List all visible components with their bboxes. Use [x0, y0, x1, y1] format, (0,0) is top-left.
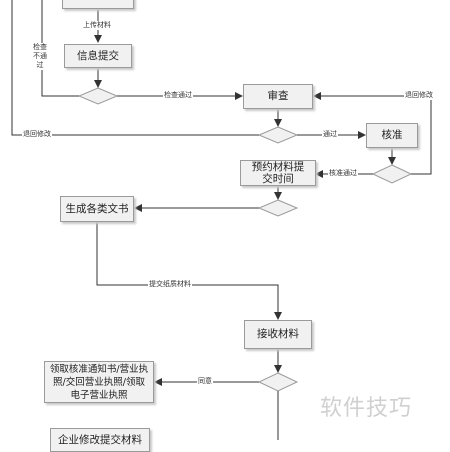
label-upload-materials: 上传材料 [82, 21, 112, 30]
decision-approve [371, 164, 413, 184]
node-corp-modify-materials: 企业修改提交材料 [50, 428, 150, 452]
label-pass: 通过 [322, 130, 338, 139]
label-check-fail: 检查不通过 [29, 43, 51, 70]
node-generate-docs: 生成各类文书 [60, 196, 134, 222]
label-submit-paper: 提交纸质材料 [148, 280, 192, 289]
label-agree: 同意 [197, 377, 213, 386]
edge-submit-paper [96, 222, 282, 320]
node-book-submit-time: 预约材料提交时间 [240, 160, 316, 186]
edge-check-fail [41, 0, 79, 97]
watermark-text: 软件技巧 [320, 396, 413, 421]
label-check-pass: 检查通过 [163, 91, 193, 100]
node-review: 审查 [243, 84, 313, 109]
decision-book [257, 199, 299, 217]
decision-review [257, 126, 299, 144]
edge-return-modify-left [11, 0, 259, 136]
decision-check [77, 87, 119, 105]
label-return-modify-right: 退回修改 [404, 91, 434, 100]
node-info-submit: 信息提交 [64, 44, 132, 68]
edge-return-modify-right [313, 92, 432, 175]
node-approve: 核准 [366, 123, 418, 148]
node-get-license: 领取核准通知书/营业执照/交回营业执照/领取电子营业执照 [44, 361, 154, 403]
node-receive-materials: 接收材料 [244, 320, 312, 349]
label-approve-pass: 核准通过 [328, 169, 358, 178]
label-return-modify-left: 退回修改 [22, 130, 52, 139]
node-top-partial [62, 0, 134, 9]
decision-receive [257, 372, 299, 392]
